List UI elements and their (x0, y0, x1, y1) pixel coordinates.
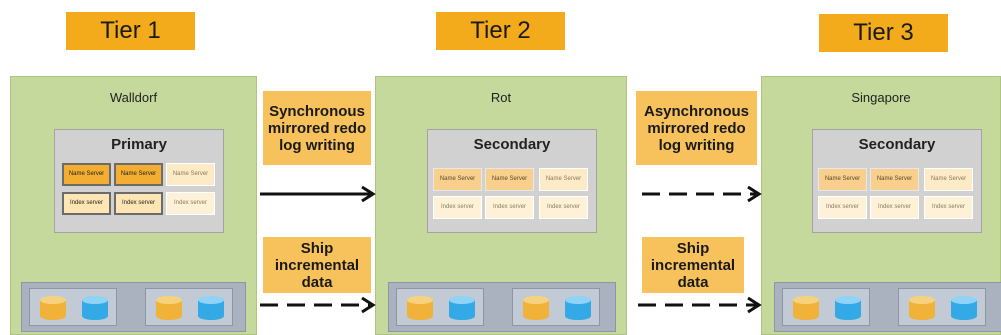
arrow-head (361, 296, 376, 314)
name-server: Name Server (870, 168, 919, 191)
name-server: Name Server (62, 163, 111, 186)
index-server: Index server (62, 192, 111, 215)
index-server: Index server (539, 196, 588, 219)
log-volume-icon (835, 296, 861, 320)
data-volume-icon (156, 296, 182, 320)
secondary-system: Secondary Name Server Name Server Name S… (427, 129, 597, 233)
system-title: Secondary (858, 136, 936, 153)
redo-log-note: Asynchronous mirrored redo log writing (636, 91, 757, 165)
site-singapore: Singapore Secondary Name Server Name Ser… (761, 76, 1001, 335)
tier-1-label: Tier 1 (66, 12, 195, 50)
site-name: Singapore (851, 90, 911, 105)
data-volume-icon (407, 296, 433, 320)
storage-volume-group (898, 288, 986, 326)
storage-volume-group (512, 288, 600, 326)
arrow-head (747, 185, 762, 203)
ship-data-note: Ship incremental data (642, 237, 744, 293)
index-server: Index server (485, 196, 534, 219)
log-volume-icon (565, 296, 591, 320)
log-volume-icon (82, 296, 108, 320)
async-redo-arrow (642, 185, 762, 203)
name-server: Name Server (818, 168, 867, 191)
name-server: Name Server (114, 163, 163, 186)
data-volume-icon (909, 296, 935, 320)
index-server: Index server (114, 192, 163, 215)
data-volume-icon (523, 296, 549, 320)
storage-volume-group (29, 288, 117, 326)
system-title: Primary (111, 136, 167, 153)
name-server: Name Server (433, 168, 482, 191)
storage-volume-group (396, 288, 484, 326)
system-title: Secondary (473, 136, 551, 153)
secondary-system: Secondary Name Server Name Server Name S… (812, 129, 982, 233)
index-server: Index server (166, 192, 215, 215)
log-volume-icon (449, 296, 475, 320)
index-server: Index server (870, 196, 919, 219)
name-server: Name Server (539, 168, 588, 191)
index-server: Index server (818, 196, 867, 219)
ship-data-arrow-1 (260, 296, 376, 314)
log-volume-icon (198, 296, 224, 320)
sync-redo-arrow (260, 185, 376, 203)
site-rot: Rot Secondary Name Server Name Server Na… (375, 76, 627, 335)
primary-system: Primary Name Server Name Server Name Ser… (54, 129, 224, 233)
site-name: Rot (490, 90, 512, 105)
storage-volume-group (145, 288, 233, 326)
log-volume-icon (951, 296, 977, 320)
index-server: Index server (924, 196, 973, 219)
data-volume-icon (40, 296, 66, 320)
redo-log-note: Synchronous mirrored redo log writing (263, 91, 371, 165)
tier-2-label: Tier 2 (436, 12, 565, 50)
name-server: Name Server (166, 163, 215, 186)
site-name: Walldorf (109, 90, 158, 105)
arrow-head (747, 296, 762, 314)
index-server: Index server (433, 196, 482, 219)
tier-3-label: Tier 3 (819, 14, 948, 52)
arrow-head (361, 185, 376, 203)
ship-data-arrow-2 (638, 296, 762, 314)
ship-data-note: Ship incremental data (263, 237, 371, 293)
site-walldorf: Walldorf Primary Name Server Name Server… (10, 76, 257, 335)
storage-volume-group (782, 288, 870, 326)
data-volume-icon (793, 296, 819, 320)
name-server: Name Server (924, 168, 973, 191)
name-server: Name Server (485, 168, 534, 191)
